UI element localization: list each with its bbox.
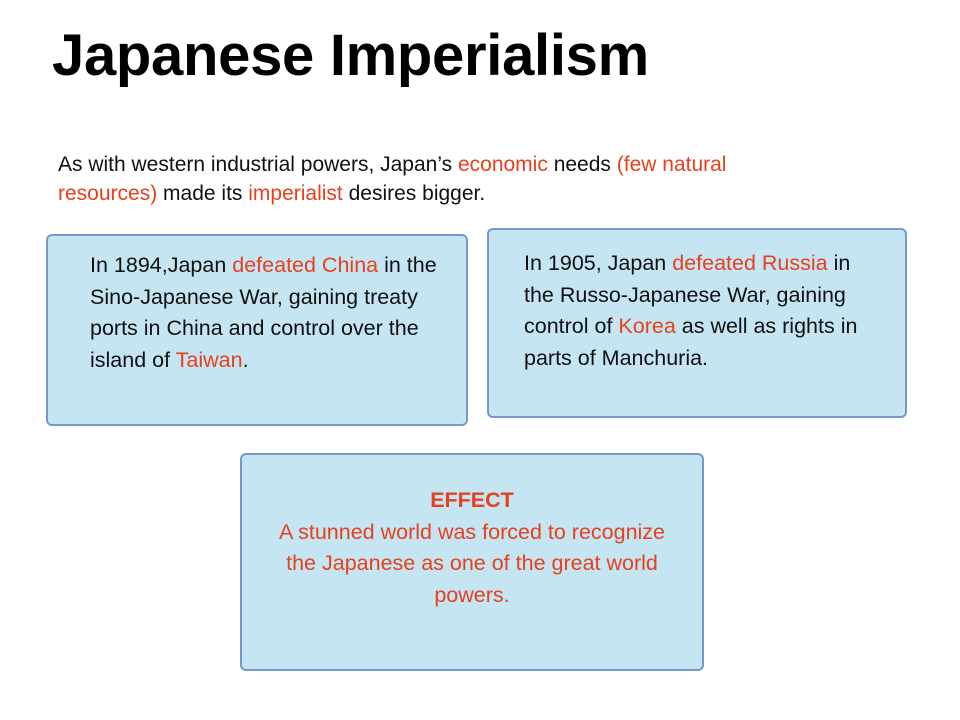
russia-highlight-defeated: defeated Russia bbox=[672, 251, 828, 275]
intro-text-1: As with western industrial powers, Japan… bbox=[58, 153, 458, 176]
china-text-1: In 1894,Japan bbox=[90, 253, 233, 277]
effect-heading: EFFECT bbox=[430, 488, 514, 512]
russia-text-2: in the Russo-Japanese War, gaining contr… bbox=[524, 251, 851, 338]
intro-highlight-economic: economic bbox=[457, 153, 548, 176]
effect-box: EFFECT A stunned world was forced to rec… bbox=[240, 453, 704, 671]
intro-highlight-imperialist: imperialist bbox=[248, 182, 343, 205]
effect-text: A stunned world was forced to recognize … bbox=[278, 519, 666, 607]
russia-highlight-korea: Korea bbox=[618, 314, 676, 338]
russia-text-3: as well as rights in parts of Manchuria. bbox=[524, 314, 858, 370]
intro-text-4: desires bigger. bbox=[342, 182, 486, 205]
china-text-2: in the Sino-Japanese War, gaining treaty… bbox=[90, 253, 437, 372]
china-text-3: . bbox=[242, 347, 249, 372]
china-highlight-defeated: defeated China bbox=[232, 253, 379, 277]
intro-paragraph: As with western industrial powers, Japan… bbox=[58, 150, 798, 208]
intro-text-2: needs bbox=[547, 153, 617, 176]
russia-text-1: In 1905, Japan bbox=[524, 251, 673, 275]
china-highlight-taiwan: Taiwan bbox=[175, 347, 243, 372]
slide-title: Japanese Imperialism bbox=[52, 23, 649, 88]
sino-japanese-war-box: In 1894,Japan defeated China in the Sino… bbox=[46, 234, 468, 426]
intro-highlight-resources: (few natural resources) bbox=[58, 153, 727, 205]
russo-japanese-war-box: In 1905, Japan defeated Russia in the Ru… bbox=[487, 228, 907, 418]
intro-text-3: made its bbox=[157, 182, 249, 205]
